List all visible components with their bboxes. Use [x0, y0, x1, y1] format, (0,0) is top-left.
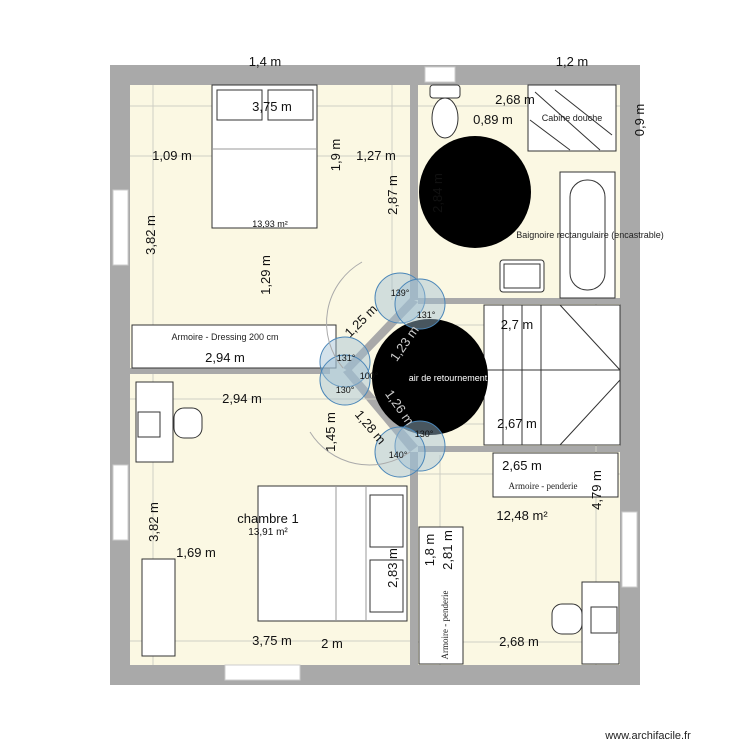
dim-toilet-gap: 0,89 m — [473, 112, 513, 127]
dim-right-height-left: 2,81 m — [440, 530, 455, 570]
desk-bottom-right — [551, 581, 620, 665]
turning-area-label: air de retournement — [409, 373, 488, 383]
dim-chambre1-bed: 2,83 m — [385, 548, 400, 588]
staircase[interactable] — [483, 304, 621, 446]
dim-right: 1,27 m — [356, 148, 396, 163]
wardrobe-dressing — [131, 324, 337, 369]
sink — [499, 259, 545, 293]
angle-label: 100° — [360, 371, 379, 381]
shower-label: Cabine douche — [542, 113, 603, 123]
dim-bath-height: 2,84 m — [430, 173, 445, 213]
dim-right-top: 2,65 m — [502, 458, 542, 473]
wardrobe-penderie-label: Armoire - penderie — [509, 481, 578, 491]
angle-label: 139° — [391, 288, 410, 298]
hall-turning-circle — [372, 319, 488, 435]
dim-chambre1-bottom-a: 3,75 m — [252, 633, 292, 648]
wardrobe-label: Armoire - Dressing 200 cm — [171, 332, 278, 342]
dim-height-right: 2,87 m — [385, 175, 400, 215]
dim-right-bottom: 2,68 m — [499, 634, 539, 649]
interior-walls — [130, 85, 620, 665]
dim-wardrobe-len: 1,8 m — [422, 534, 437, 567]
dresser — [141, 558, 176, 657]
area-chambre1: 13,91 m² — [248, 527, 288, 538]
room-name-chambre1: chambre 1 — [237, 511, 298, 526]
dim-below-bed: 1,29 m — [258, 255, 273, 295]
dim-bath-top: 1,2 m — [556, 54, 589, 69]
wardrobe-penderie-left — [418, 526, 464, 665]
dim-stairs: 2,7 m — [501, 317, 534, 332]
dim-top-width: 1,4 m — [249, 54, 282, 69]
angle-label: 131° — [337, 353, 356, 363]
bathtub-label: Baignoire rectangulaire (encastrable) — [516, 230, 664, 240]
dim-shower-side: 0,9 m — [632, 104, 647, 137]
double-bed-top — [211, 84, 318, 229]
bathroom-turning-circle — [419, 136, 531, 248]
wardrobe-penderie-top — [492, 452, 619, 498]
dim-bed-len: 1,9 m — [328, 139, 343, 172]
door-swings[interactable] — [309, 261, 446, 478]
wardrobe-penderie-left-label: Armoire - penderie — [440, 591, 450, 660]
double-bed-chambre1 — [257, 485, 408, 622]
desk-chambre1 — [135, 381, 203, 463]
dim-wardrobe: 2,94 m — [205, 350, 245, 365]
dim-right-height: 4,79 m — [589, 470, 604, 510]
watermark: www.archifacile.fr — [604, 730, 691, 742]
dim-chambre1-left: 1,69 m — [176, 545, 216, 560]
angle-label: 140° — [389, 450, 408, 460]
dim-chambre1-height: 3,82 m — [146, 502, 161, 542]
dim-bed-width: 3,75 m — [252, 99, 292, 114]
toilet — [429, 84, 461, 139]
dim-chambre1-bottom-b: 2 m — [321, 636, 343, 651]
angle-label: 131° — [417, 310, 436, 320]
dim-height-left: 3,82 m — [143, 215, 158, 255]
shower-cabin — [527, 84, 617, 152]
dim-left: 1,09 m — [152, 148, 192, 163]
dim-stairs: 2,67 m — [497, 416, 537, 431]
dim-hall: 1,45 m — [323, 412, 338, 452]
angle-label: 130° — [415, 429, 434, 439]
angle-label: 130° — [336, 385, 355, 395]
bathtub — [559, 171, 616, 299]
area-bedroom-top: 13,93 m² — [252, 219, 288, 229]
dim-bath-width: 2,68 m — [495, 92, 535, 107]
windows — [112, 66, 638, 681]
dim-chambre1-top: 2,94 m — [222, 391, 262, 406]
area-bedroom-right: 12,48 m² — [496, 508, 548, 523]
